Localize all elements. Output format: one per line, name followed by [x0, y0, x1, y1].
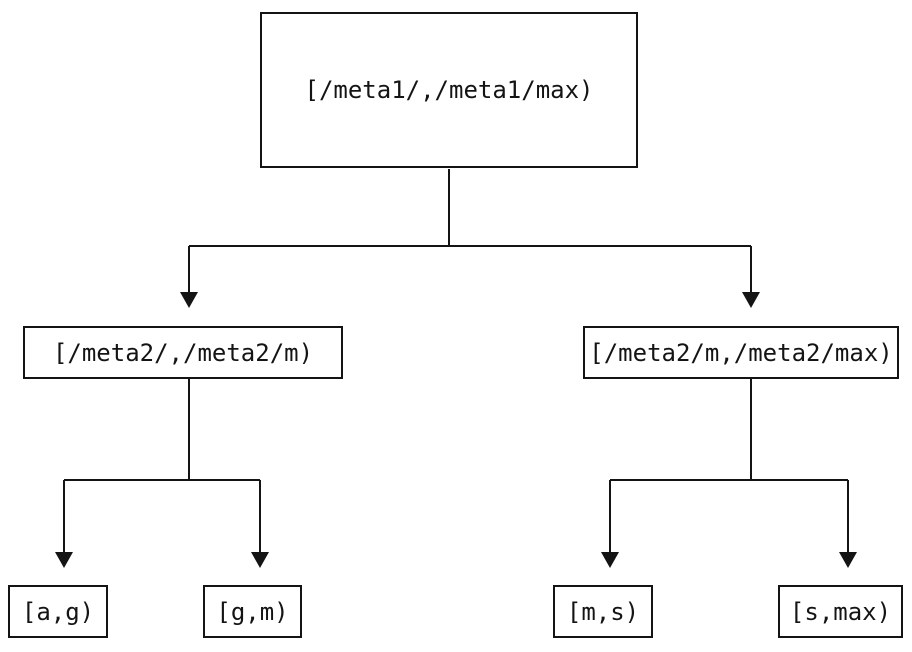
edge-root-to-mid-right	[742, 246, 760, 308]
edge-root-trunk	[189, 169, 751, 247]
node-mid-left-label: [/meta2/,/meta2/m)	[52, 338, 314, 367]
node-mid-left: [/meta2/,/meta2/m)	[23, 326, 343, 379]
node-leaf-smax: [s,max)	[778, 585, 903, 638]
node-leaf-ag: [a,g)	[8, 585, 108, 638]
arrowhead-down-icon	[251, 552, 269, 568]
edge-root-to-mid-left	[180, 246, 198, 308]
arrowhead-down-icon	[742, 292, 760, 308]
node-root: [/meta1/,/meta1/max)	[260, 12, 638, 168]
edge-mid-left-to-leaf-gm	[251, 480, 269, 568]
node-root-label: [/meta1/,/meta1/max)	[304, 76, 594, 104]
node-mid-right-label: [/meta2/m,/meta2/max)	[589, 338, 893, 367]
node-leaf-ag-label: [a,g)	[21, 597, 95, 626]
edge-mid-right-trunk	[610, 379, 848, 481]
arrowhead-down-icon	[55, 552, 73, 568]
node-leaf-gm-label: [g,m)	[216, 597, 289, 626]
edge-mid-right-to-leaf-smax	[839, 480, 857, 568]
edge-mid-left-trunk	[64, 379, 260, 481]
arrowhead-down-icon	[839, 552, 857, 568]
edge-mid-right-to-leaf-ms	[601, 480, 619, 568]
arrowhead-down-icon	[601, 552, 619, 568]
node-mid-right: [/meta2/m,/meta2/max)	[583, 326, 899, 379]
arrowhead-down-icon	[180, 292, 198, 308]
edge-mid-left-to-leaf-ag	[55, 480, 73, 568]
node-leaf-ms: [m,s)	[553, 585, 653, 638]
node-leaf-ms-label: [m,s)	[566, 597, 640, 626]
node-leaf-gm: [g,m)	[203, 585, 302, 638]
node-leaf-smax-label: [s,max)	[789, 597, 892, 626]
